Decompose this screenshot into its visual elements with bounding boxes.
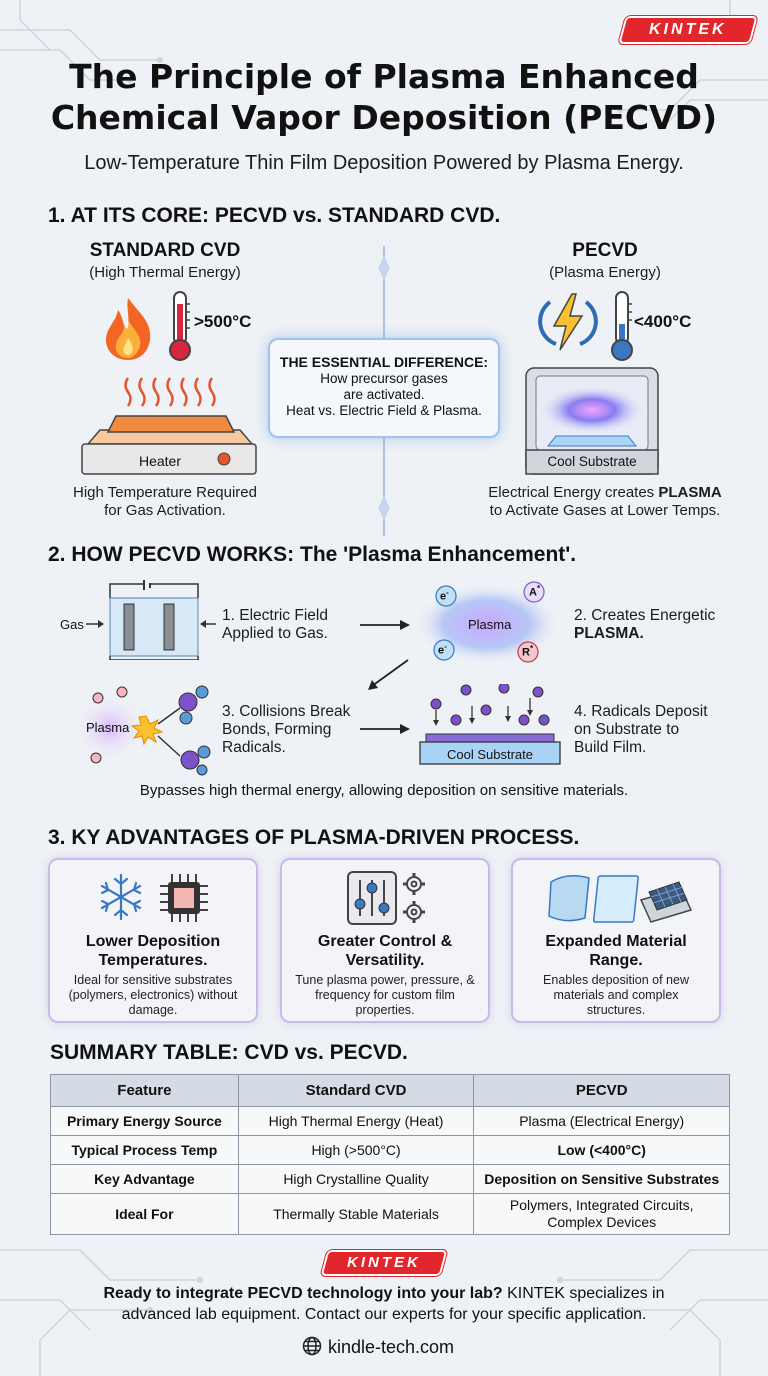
table-cell: Low (<400°C) — [473, 1135, 730, 1165]
section3-heading: 3. KY ADVANTAGES OF PLASMA-DRIVEN PROCES… — [48, 826, 580, 849]
pecvd-temp: <400°C — [634, 312, 692, 331]
table-row: Typical Process Temp High (>500°C) Low (… — [50, 1135, 730, 1165]
table-cell: Thermally Stable Materials — [237, 1193, 475, 1235]
kintek-logo: KINTEK — [620, 18, 756, 42]
summary-table: Feature Standard CVD PECVD Primary Energ… — [50, 1074, 730, 1235]
plasma-chamber-illustration — [525, 367, 659, 475]
table-row: Ideal For Thermally Stable Materials Pol… — [50, 1193, 730, 1235]
essential-difference-box: THE ESSENTIAL DIFFERENCE: How precursor … — [268, 338, 500, 438]
table-cell: High Thermal Energy (Heat) — [237, 1106, 475, 1136]
particle-r: R* — [522, 644, 534, 659]
standard-cvd-temp: >500°C — [194, 312, 252, 331]
section2-heading: 2. HOW PECVD WORKS: The 'Plasma Enhancem… — [48, 543, 577, 566]
thermometer-hot-icon — [169, 291, 191, 361]
table-header-row: Feature Standard CVD PECVD — [50, 1074, 730, 1107]
section1-heading: 1. AT ITS CORE: PECVD vs. STANDARD CVD. — [48, 204, 501, 227]
card1-desc: Ideal for sensitive substrates(polymers,… — [68, 973, 238, 1017]
snowflake-icon — [100, 873, 142, 921]
arrow-right-icon — [360, 620, 410, 630]
plasma-cloud-label: Plasma — [468, 617, 512, 632]
gears-icon — [403, 873, 425, 923]
collision-illustration — [76, 685, 211, 776]
pecvd-subtitle: (Plasma Energy) — [549, 264, 661, 281]
thermometer-cool-icon — [611, 291, 633, 361]
table-row: Key Advantage High Crystalline Quality D… — [50, 1164, 730, 1194]
table-row: Primary Energy Source High Thermal Energ… — [50, 1106, 730, 1136]
essential-difference-title: THE ESSENTIAL DIFFERENCE: — [279, 354, 489, 370]
card2-title: Greater Control &Versatility. — [317, 933, 453, 969]
standard-cvd-subtitle: (High Thermal Energy) — [89, 264, 241, 281]
particle-e-top: e- — [440, 588, 449, 603]
page-subtitle: Low-Temperature Thin Film Deposition Pow… — [84, 152, 684, 174]
table-cell: High (>500°C) — [237, 1135, 475, 1165]
globe-icon — [302, 1336, 322, 1356]
collision-plasma-label: Plasma — [86, 720, 130, 735]
particle-e-bottom: e- — [438, 642, 447, 657]
arrow-right-icon-2 — [360, 724, 410, 734]
pecvd-title: PECVD — [572, 240, 638, 261]
table-cell: Deposition on Sensitive Substrates — [473, 1164, 730, 1194]
deposition-illustration — [419, 684, 561, 765]
sliders-icon — [347, 871, 397, 925]
column-header: Standard CVD — [237, 1074, 475, 1107]
column-header: Feature — [50, 1074, 239, 1107]
arrow-down-left-icon — [368, 659, 409, 690]
footer-cta: Ready to integrate PECVD technology into… — [103, 1285, 665, 1323]
gas-label: Gas — [60, 617, 84, 632]
standard-cvd-title: STANDARD CVD — [89, 240, 241, 261]
plasma-cloud-illustration — [415, 581, 559, 664]
materials-icon — [548, 875, 693, 923]
deposition-substrate-label: Cool Substrate — [447, 747, 533, 762]
cool-substrate-label: Cool Substrate — [547, 454, 637, 469]
heater-label: Heater — [138, 453, 182, 469]
electrode-circuit-diagram — [86, 580, 216, 660]
lightning-bolt-icon — [538, 293, 598, 351]
table-cell: Key Advantage — [50, 1164, 239, 1194]
kintek-footer-logo: KINTEK — [323, 1252, 445, 1274]
particle-a: A* — [529, 584, 541, 599]
table-cell: Primary Energy Source — [50, 1106, 239, 1136]
table-cell: High Crystalline Quality — [237, 1164, 475, 1194]
website-link[interactable]: kindle-tech.com — [302, 1335, 454, 1359]
table-cell: Polymers, Integrated Circuits,Complex De… — [473, 1193, 730, 1235]
section2-note: Bypasses high thermal energy, allowing d… — [139, 782, 629, 799]
website-text[interactable]: kindle-tech.com — [328, 1337, 455, 1357]
summary-heading: SUMMARY TABLE: CVD vs. PECVD. — [50, 1041, 408, 1064]
chip-icon — [160, 874, 208, 922]
table-cell: Ideal For — [50, 1193, 239, 1235]
advantage-card-control: Greater Control &Versatility. Tune plasm… — [280, 858, 490, 1023]
table-cell: Plasma (Electrical Energy) — [473, 1106, 730, 1136]
column-header: PECVD — [473, 1074, 730, 1107]
flame-icon — [106, 298, 151, 360]
heater-illustration — [81, 377, 257, 475]
card2-desc: Tune plasma power, pressure, &frequency … — [295, 973, 475, 1017]
table-cell: Typical Process Temp — [50, 1135, 239, 1165]
